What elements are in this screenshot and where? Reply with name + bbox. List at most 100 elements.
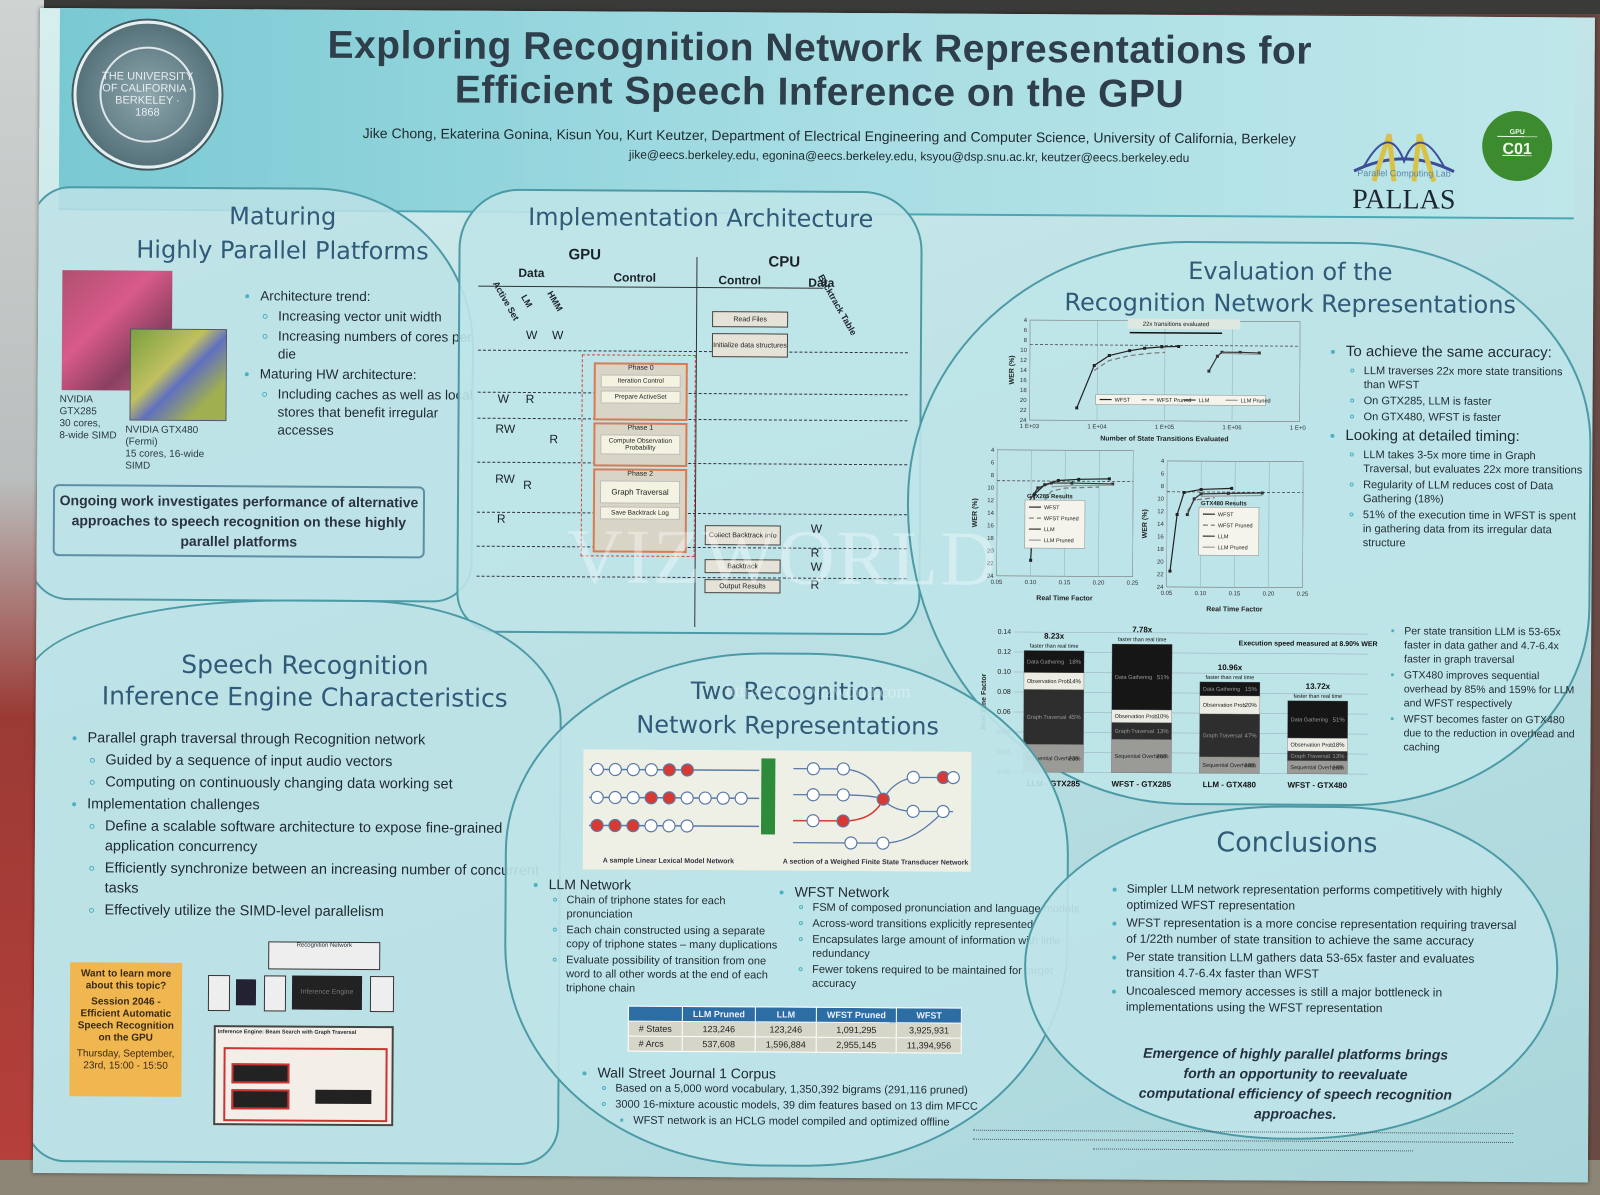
sub-bullet: 51% of the execution time in WFST is spe…: [1363, 508, 1585, 551]
fineprint-line: [1093, 1140, 1414, 1152]
title-line-2: Network Representations: [636, 710, 940, 741]
inactive-state: [644, 763, 658, 777]
wfst-network-diagram: [792, 762, 960, 850]
data-point: [1177, 344, 1181, 348]
x-tick-label: 0.15: [1059, 580, 1071, 586]
sub-bullet: Computing on continuously changing data …: [105, 772, 547, 795]
y-tick-label: 20: [987, 549, 994, 555]
panel-title: Implementation Architecture: [528, 202, 874, 234]
bar-segment: [1111, 643, 1173, 711]
sub-sub-bullet: WFST network is an HCLG model compiled a…: [633, 1114, 1017, 1130]
col-hmm: HMM: [545, 289, 565, 313]
bullet: WFST becomes faster on GTX480 due to the…: [1403, 712, 1583, 755]
inactive-state: [844, 836, 858, 850]
cpu-label: CPU: [768, 253, 801, 271]
ongoing-work-callout: Ongoing work investigates performance of…: [52, 484, 426, 559]
data-point: [1175, 512, 1179, 517]
data-point: [1260, 491, 1264, 495]
row-header: # States: [628, 1021, 683, 1037]
segment-label: Graph Traversal: [1027, 715, 1066, 721]
language-model-box: [760, 758, 776, 835]
legend-label: LLM Pruned: [1218, 545, 1248, 551]
rw-cell: R: [496, 511, 506, 526]
series-line-llm-pruned: [1221, 352, 1260, 356]
series-line-wfst-pruned: [1044, 486, 1100, 501]
segment-label: Observation Prob: [1027, 679, 1070, 685]
x-tick-label: 0.10: [1025, 580, 1037, 586]
y-tick-label: 14: [987, 511, 994, 517]
phase-name: Phase 2: [627, 470, 654, 478]
caption-line: NVIDIA GTX480: [125, 424, 199, 436]
segment-label: Data Gathering: [1027, 659, 1064, 665]
rw-cell: RW: [495, 471, 515, 486]
bar-segment: [1287, 700, 1348, 739]
data-point: [1238, 350, 1242, 354]
table-cell: 123,246: [682, 1021, 756, 1037]
learn-more-callout: Want to learn more about this topic? Ses…: [69, 962, 183, 1097]
segment-percent: 51%: [1333, 718, 1346, 724]
inactive-state: [946, 770, 960, 785]
segment-percent: 18%: [1244, 763, 1257, 769]
active-state: [626, 819, 640, 833]
bullet: Architecture trend: Increasing vector un…: [260, 287, 490, 364]
gtx285-caption: NVIDIA GTX285 30 cores, 8-wide SIMD: [59, 394, 129, 442]
y-tick-label: 22: [987, 561, 994, 567]
session-title: Session 2046 - Efficient Automatic Speec…: [77, 996, 174, 1044]
gtx480-caption: NVIDIA GTX480 (Fermi) 15 cores, 16-wide …: [125, 425, 235, 474]
x-tick-label: 0.15: [1229, 591, 1241, 597]
llm-network-bullets: LLM Network Chain of triphone states for…: [530, 875, 789, 999]
bullet-text: To achieve the same accuracy:: [1345, 342, 1552, 362]
rw-cell: R: [523, 477, 532, 493]
legend-label: LLM Pruned: [1044, 538, 1074, 544]
poster-header: THE UNIVERSITY OF CALIFORNIA · BERKELEY …: [58, 8, 1575, 220]
y-tick-label: 16: [1020, 378, 1027, 384]
x-tick-label: 1 E+07: [1290, 426, 1306, 432]
data-point: [1207, 369, 1211, 373]
y-tick-label: 4: [991, 448, 995, 454]
header-rule: [478, 285, 824, 289]
bullet: Simpler LLM network representation perfo…: [1126, 881, 1526, 915]
inactive-state: [680, 791, 694, 805]
bullet: WFST representation is a more concise re…: [1126, 915, 1526, 949]
bullet: Implementation challenges Define a scala…: [86, 794, 547, 923]
legend-label: WFST: [1218, 512, 1234, 518]
table-cell: 123,246: [755, 1021, 817, 1038]
gtx480-die-image: [129, 328, 228, 422]
bullet: To achieve the same accuracy: LLM traver…: [1345, 342, 1585, 425]
x-tick-label: 0.05: [1161, 591, 1173, 597]
chart-title: GTX480 Results: [1201, 501, 1247, 507]
panel-title: Conclusions: [1216, 827, 1378, 860]
university-seal-logo: THE UNIVERSITY OF CALIFORNIA · BERKELEY …: [73, 20, 222, 170]
sub-bullet: Based on a 5,000 word vocabulary, 1,350,…: [615, 1082, 1017, 1098]
bullet: Per state transition LLM is 53-65x faste…: [1404, 624, 1584, 667]
y-tick-label: 24: [1157, 585, 1164, 591]
inactive-state: [590, 762, 604, 777]
y-tick-label: 0.12: [997, 649, 1011, 656]
data-point: [1199, 492, 1203, 496]
data-point: [1075, 406, 1079, 410]
inactive-state: [806, 814, 820, 828]
x-tick-label: 0.10: [1195, 591, 1207, 597]
beam-search-box: Inference Engine: Beam Search with Graph…: [213, 1025, 394, 1127]
series-line-llm-pruned: [1201, 494, 1263, 497]
legend-label: LLM: [1218, 534, 1229, 540]
gridline: [1268, 461, 1270, 588]
sub-bullet: Each chain constructed using a separate …: [566, 923, 788, 952]
author-emails: jike@eecs.berkeley.edu, egonina@eecs.ber…: [628, 147, 1190, 166]
acknowledgements-fineprint: [973, 1121, 1533, 1152]
x-tick-label: 1 E+03: [1020, 424, 1040, 430]
data-point: [1077, 477, 1081, 481]
active-state: [680, 763, 694, 777]
active-state: [662, 763, 676, 777]
sub-bullet: LLM traverses 22x more state transitions…: [1364, 364, 1586, 393]
title-line-1: Maturing: [229, 202, 337, 231]
bar-segment: [1023, 650, 1085, 673]
y-tick-label: 8: [1024, 338, 1028, 344]
badge-code: C01: [1502, 140, 1532, 159]
annotation-label: Execution speed measured at 8.90% WER: [1239, 640, 1378, 648]
inactive-state: [936, 804, 950, 819]
segment-percent: 23%: [1068, 756, 1081, 762]
data-point: [1192, 497, 1196, 501]
